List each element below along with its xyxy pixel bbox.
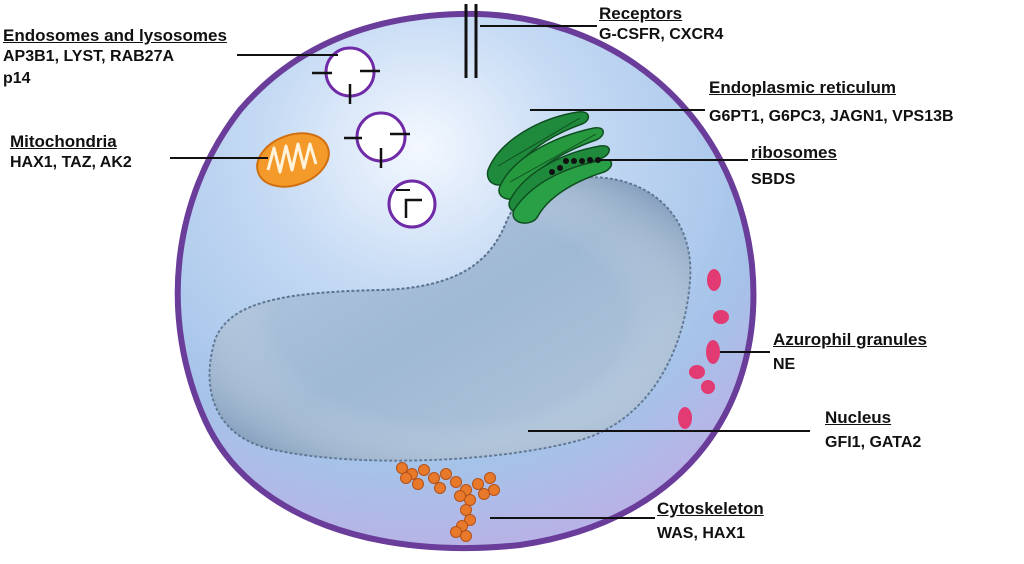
label-mitochondria: Mitochondria HAX1, TAZ, AK2 [10,132,132,174]
label-receptors: Receptors G-CSFR, CXCR4 [599,4,723,46]
endosomes-genes-line1: AP3B1, LYST, RAB27A [3,48,175,65]
azurophil-title: Azurophil granules [773,330,927,349]
azurophil-genes: NE [773,356,796,373]
ribosomes-icon [549,157,601,175]
nucleus-title: Nucleus [825,408,892,427]
label-endoplasmic-reticulum: Endoplasmic reticulum G6PT1, G6PC3, JAGN… [709,78,954,128]
cytoskeleton-icon [396,462,500,542]
cytoskeleton-title: Cytoskeleton [657,499,764,518]
endosome-vesicle [312,46,380,104]
receptors-genes: G-CSFR, CXCR4 [599,26,724,43]
er-title: Endoplasmic reticulum [709,78,897,97]
endosome-vesicle [344,111,410,168]
mitochondrion-icon [256,132,330,188]
mitochondria-title: Mitochondria [10,132,117,151]
endosomes-title: Endosomes and lysosomes [3,26,227,45]
label-cytoskeleton: Cytoskeleton WAS, HAX1 [657,499,764,545]
er-genes: G6PT1, G6PC3, JAGN1, VPS13B [709,108,954,125]
leader-lines [170,25,810,519]
cytoskeleton-genes: WAS, HAX1 [657,525,746,542]
ribosomes-title: ribosomes [751,143,837,162]
mitochondria-genes: HAX1, TAZ, AK2 [10,154,132,171]
receptor-icon [464,4,478,78]
label-ribosomes: ribosomes SBDS [751,143,837,191]
azurophil-granules [678,269,729,429]
receptors-title: Receptors [599,4,683,23]
ribosomes-genes: SBDS [751,171,796,188]
endosomes-genes-line2: p14 [3,70,31,87]
lysosome-vesicle [387,179,437,229]
label-azurophil-granules: Azurophil granules NE [773,330,927,376]
label-endosomes: Endosomes and lysosomes AP3B1, LYST, RAB… [3,26,227,90]
label-nucleus: Nucleus GFI1, GATA2 [825,408,921,454]
nucleus [208,176,692,462]
nucleus-genes: GFI1, GATA2 [825,434,922,451]
